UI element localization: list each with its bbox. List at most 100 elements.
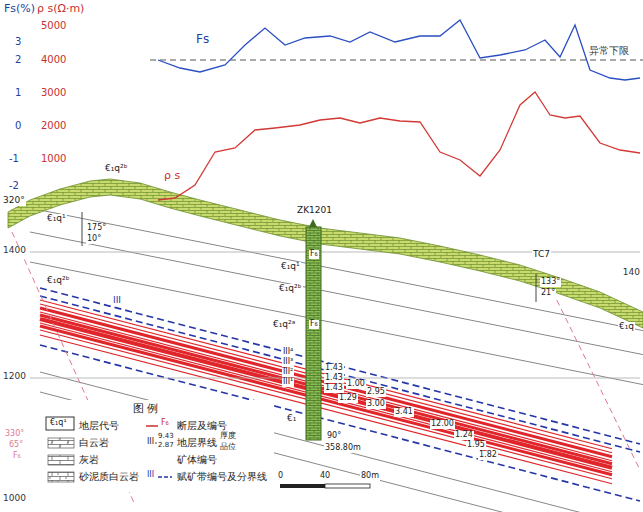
tick-label: 0: [14, 120, 22, 131]
legend-sample-line: [158, 476, 172, 478]
tick-label: -2: [8, 180, 20, 191]
surface-layer: [8, 179, 643, 328]
fault-label: F₆: [309, 250, 319, 259]
legend-swatch: [48, 438, 74, 448]
legend-swatch: [48, 472, 74, 482]
legend-label: 白云岩: [78, 437, 110, 448]
tick-label: 1: [14, 87, 22, 98]
strata-code: €₁q²ᵇ: [104, 164, 129, 174]
threshold-label: 异常下限: [588, 45, 630, 56]
section-body: [30, 208, 643, 512]
scale-bar: [325, 484, 370, 488]
tick-label: 3000: [40, 87, 67, 98]
attitude-label: 133°: [540, 278, 561, 287]
attitude-tick: [536, 274, 537, 302]
attitude-label: 21°: [540, 289, 556, 298]
legend-sample: 9.43: [157, 433, 175, 441]
strata-code: €₁q²ᵃ: [272, 320, 296, 330]
legend-sample: III: [146, 438, 155, 447]
legend-label: 灰岩: [78, 454, 100, 465]
drill-hole: [306, 227, 321, 440]
strata-boundary: [30, 262, 643, 385]
ore-thickness: 1.00: [346, 380, 366, 389]
ore-thickness: 1.29: [338, 394, 358, 403]
ore-thickness: 1.43: [324, 384, 344, 393]
legend-label: 品位: [219, 443, 237, 452]
fault-label: F₆: [309, 320, 319, 329]
legend-sample-line: [146, 425, 158, 427]
ore-thickness: 1.95: [466, 441, 486, 450]
trench-id: TC7: [532, 250, 551, 260]
orebody-id: III³: [282, 358, 294, 367]
axis-title: ρ s(Ω·m): [36, 3, 85, 15]
legend-label: 地层代号: [78, 420, 120, 431]
legend-label: 矿体编号: [176, 454, 218, 465]
ore-thickness: 1.43: [324, 364, 344, 373]
legend-label: 断层及编号: [176, 420, 228, 431]
scale-label: 0: [277, 472, 284, 481]
resistivity-curve: [158, 92, 640, 200]
legend-sample: €₁q¹: [49, 419, 68, 428]
legend-sample-pattern: [48, 472, 74, 482]
legend-panel: [44, 400, 274, 492]
tick-label: 2: [14, 54, 22, 65]
legend-swatch: [48, 455, 74, 465]
threshold-line: [150, 60, 643, 61]
legend-title: 图 例: [132, 403, 160, 415]
tick-label: 5000: [40, 20, 67, 31]
attitude-label: 10°: [86, 235, 102, 244]
scale-label: 40: [319, 472, 331, 481]
curve-label: Fs: [195, 33, 210, 46]
fault-attitude: 65°: [8, 441, 24, 450]
ore-zone-boundary: [40, 345, 640, 501]
orebody-id: III¹: [282, 378, 294, 387]
legend-sample: III: [146, 471, 155, 480]
drill-hole-marker: [309, 219, 317, 227]
strata-code: €₁q¹: [46, 214, 67, 224]
legend-swatch: [46, 417, 74, 430]
axis-title: Fs(%): [3, 3, 36, 15]
legend-sample-box: [46, 417, 74, 430]
strata-code: €₁q: [618, 322, 635, 332]
zone-label: III: [112, 296, 122, 306]
legend-sample: 2.87: [157, 442, 175, 450]
depth-label: 358.80m: [324, 444, 362, 453]
strata-code: €₁q²ᵇ: [278, 284, 303, 294]
tick-label: 1000: [40, 153, 67, 164]
legend-swatches: [46, 417, 172, 482]
legend-sample-pattern: [48, 438, 74, 448]
ore-thickness: 2.95: [366, 388, 386, 397]
elevation-label: 1400: [2, 246, 27, 256]
legend-sample: F₆: [160, 419, 170, 428]
ore-thickness: 1.24: [454, 431, 474, 440]
fault-label: F₆: [12, 452, 22, 461]
legend-label: 地层界线: [176, 437, 218, 448]
ore-thickness: 3.00: [366, 400, 386, 409]
strata-code: €₁q¹: [280, 262, 301, 272]
scale-label: 80m: [360, 472, 380, 481]
attitude-label: 175°: [86, 224, 107, 233]
strata-boundary: [30, 208, 643, 331]
elevation-label: 1000: [2, 494, 27, 504]
attitude-label: 90°: [326, 432, 342, 441]
legend-label: 砂泥质白云岩: [78, 471, 140, 482]
tick-label: 2000: [40, 120, 67, 131]
ore-thickness: 12.00: [430, 420, 455, 429]
legend-swatch: [158, 477, 172, 478]
ore-thickness: 1.82: [478, 451, 498, 460]
tick-label: -1: [8, 153, 20, 164]
elevation-label: 140: [622, 268, 641, 278]
fault-attitude: 330°: [4, 430, 25, 439]
orebody-id: III²: [282, 368, 294, 377]
elevation-label: 1200: [2, 372, 27, 382]
tick-label: 3: [14, 36, 22, 47]
fs-curve: [158, 20, 640, 80]
ore-thickness: 1.43: [324, 374, 344, 383]
legend-swatch: [146, 426, 158, 427]
attitude-label: 320°: [2, 196, 26, 206]
legend-label: 厚度: [219, 432, 237, 441]
drillhole-id: ZK1201: [296, 206, 333, 216]
strata-code: €₁: [286, 414, 297, 424]
tick-label: 4000: [40, 54, 67, 65]
